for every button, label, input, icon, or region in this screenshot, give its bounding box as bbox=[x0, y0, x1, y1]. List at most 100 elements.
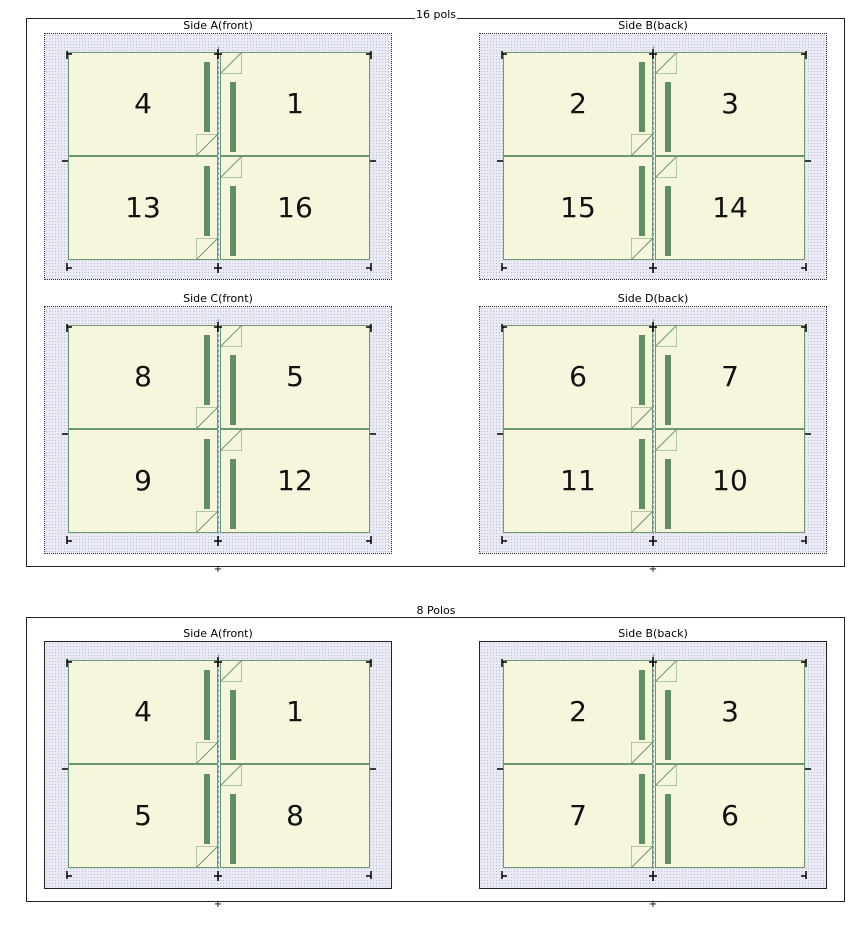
page-number: 1 bbox=[286, 87, 304, 120]
page-number: 7 bbox=[569, 799, 587, 832]
page-number: 16 bbox=[277, 191, 313, 224]
crop-mark bbox=[62, 258, 72, 271]
page-number: 12 bbox=[277, 464, 313, 497]
registration-mark: + bbox=[648, 564, 658, 575]
crop-mark bbox=[213, 866, 223, 881]
page-number: 14 bbox=[712, 191, 748, 224]
crop-mark bbox=[366, 151, 376, 162]
crop-mark bbox=[497, 258, 507, 271]
page[interactable]: 2 bbox=[503, 660, 653, 764]
fold-corner-icon bbox=[630, 845, 655, 872]
crop-mark bbox=[801, 44, 811, 59]
crop-mark bbox=[213, 44, 223, 59]
spine-bar bbox=[639, 670, 645, 740]
fold-corner-icon bbox=[630, 510, 655, 537]
spine-bar bbox=[665, 459, 671, 529]
crop-mark bbox=[213, 258, 223, 273]
crop-mark bbox=[648, 317, 658, 332]
crop-mark bbox=[801, 258, 811, 271]
page[interactable]: 2 bbox=[503, 52, 653, 156]
page-number: 8 bbox=[286, 799, 304, 832]
fold-corner-icon bbox=[218, 427, 243, 455]
page[interactable]: 7 bbox=[655, 325, 805, 429]
crop-mark bbox=[648, 531, 658, 546]
crop-mark bbox=[62, 44, 72, 59]
page[interactable]: 9 bbox=[68, 429, 218, 533]
spine-bar bbox=[665, 186, 671, 256]
crop-mark bbox=[62, 317, 72, 332]
page[interactable]: 16 bbox=[220, 156, 370, 260]
crop-mark bbox=[497, 759, 507, 770]
page[interactable]: 3 bbox=[655, 660, 805, 764]
page-number: 4 bbox=[134, 695, 152, 728]
crop-mark bbox=[366, 44, 376, 59]
page[interactable]: 1 bbox=[220, 660, 370, 764]
crop-mark bbox=[801, 759, 811, 770]
fold-corner-icon bbox=[218, 50, 243, 78]
page[interactable]: 10 bbox=[655, 429, 805, 533]
fold-guide-line bbox=[218, 319, 219, 539]
page[interactable]: 12 bbox=[220, 429, 370, 533]
side-label: Side D(back) bbox=[617, 292, 689, 305]
crop-mark bbox=[497, 151, 507, 162]
crop-mark bbox=[801, 151, 811, 162]
page[interactable]: 14 bbox=[655, 156, 805, 260]
fold-corner-icon bbox=[218, 154, 243, 182]
spine-bar bbox=[230, 794, 236, 864]
page-number: 8 bbox=[134, 360, 152, 393]
spine-bar bbox=[639, 774, 645, 844]
crop-mark bbox=[213, 317, 223, 332]
crop-mark bbox=[366, 652, 376, 667]
page[interactable]: 4 bbox=[68, 660, 218, 764]
page[interactable]: 11 bbox=[503, 429, 653, 533]
page[interactable]: 7 bbox=[503, 764, 653, 868]
spine-bar bbox=[204, 774, 210, 844]
page-number: 2 bbox=[569, 87, 587, 120]
crop-mark bbox=[62, 531, 72, 544]
crop-mark bbox=[366, 531, 376, 544]
crop-mark bbox=[801, 652, 811, 667]
crop-mark bbox=[497, 652, 507, 667]
fold-corner-icon bbox=[653, 427, 678, 455]
crop-mark bbox=[62, 866, 72, 879]
page-number: 5 bbox=[286, 360, 304, 393]
page-number: 11 bbox=[560, 464, 596, 497]
page[interactable]: 5 bbox=[68, 764, 218, 868]
page[interactable]: 15 bbox=[503, 156, 653, 260]
registration-mark: + bbox=[648, 899, 658, 910]
spine-bar bbox=[230, 186, 236, 256]
crop-mark bbox=[648, 866, 658, 881]
crop-mark bbox=[648, 44, 658, 59]
group-title: 8 Polos bbox=[415, 604, 457, 617]
fold-corner-icon bbox=[653, 323, 678, 351]
spine-bar bbox=[639, 335, 645, 405]
crop-mark bbox=[497, 866, 507, 879]
page[interactable]: 5 bbox=[220, 325, 370, 429]
page[interactable]: 13 bbox=[68, 156, 218, 260]
fold-corner-icon bbox=[630, 133, 655, 160]
side-label: Side B(back) bbox=[618, 627, 688, 640]
spine-bar bbox=[204, 166, 210, 236]
fold-corner-icon bbox=[653, 50, 678, 78]
page[interactable]: 6 bbox=[503, 325, 653, 429]
page[interactable]: 8 bbox=[68, 325, 218, 429]
spine-bar bbox=[665, 794, 671, 864]
page-number: 9 bbox=[134, 464, 152, 497]
spine-bar bbox=[204, 439, 210, 509]
spine-bar bbox=[665, 355, 671, 425]
crop-mark bbox=[62, 652, 72, 667]
page[interactable]: 1 bbox=[220, 52, 370, 156]
crop-mark bbox=[497, 531, 507, 544]
crop-mark bbox=[62, 424, 72, 435]
spine-bar bbox=[665, 690, 671, 760]
page[interactable]: 6 bbox=[655, 764, 805, 868]
crop-mark bbox=[497, 424, 507, 435]
registration-mark: + bbox=[213, 899, 223, 910]
page[interactable]: 4 bbox=[68, 52, 218, 156]
page[interactable]: 3 bbox=[655, 52, 805, 156]
spine-bar bbox=[204, 335, 210, 405]
page-number: 6 bbox=[721, 799, 739, 832]
fold-corner-icon bbox=[653, 658, 678, 686]
page[interactable]: 8 bbox=[220, 764, 370, 868]
crop-mark bbox=[801, 866, 811, 879]
